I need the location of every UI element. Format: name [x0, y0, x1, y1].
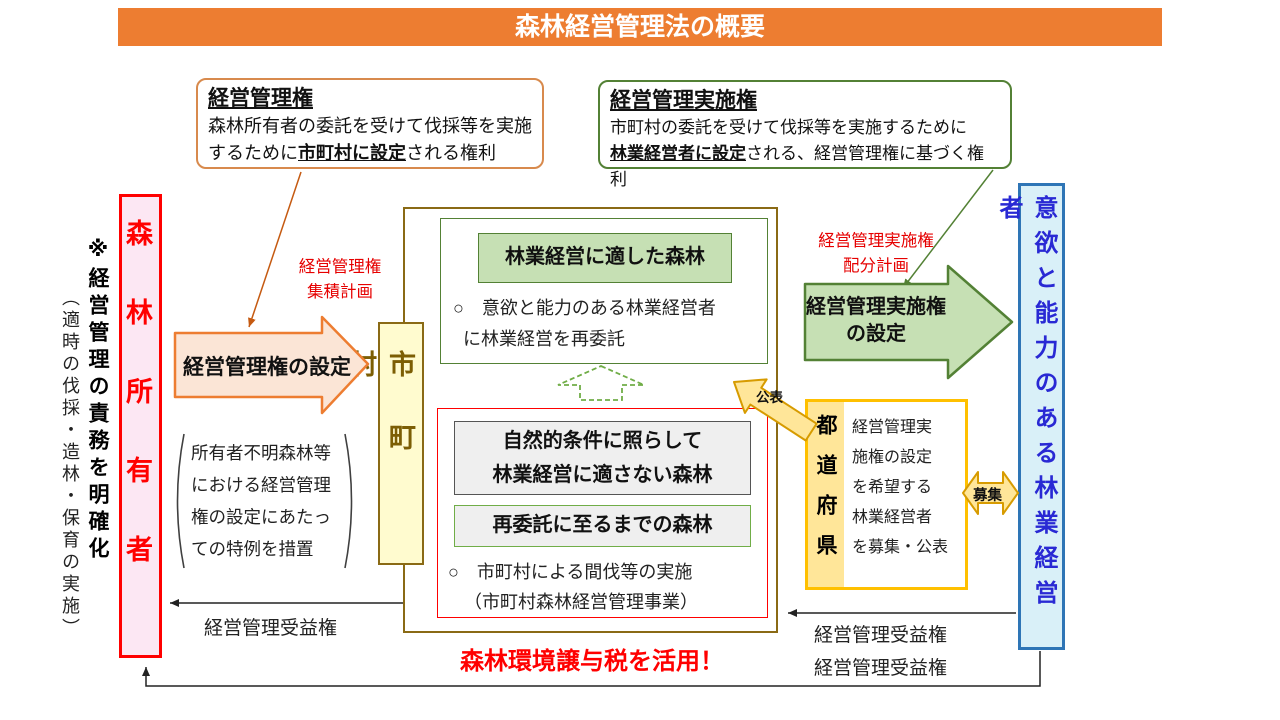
beneficiary-right-label-left: 経営管理受益権	[204, 618, 338, 639]
recruit-arrow-label: 募集	[973, 488, 1002, 504]
forest-owner-label: 森林所有者	[122, 219, 152, 614]
unsuited-forest-bullets: ○ 市町村による間伐等の実施 （市町村森林経営管理事業）	[448, 557, 766, 617]
paren-right	[344, 433, 353, 569]
unknown-owner-note: 所有者不明森林等における経営管理権の設定にあたっての特例を措置	[191, 443, 331, 559]
management-right-body-emphasis: 市町村に設定	[298, 143, 406, 163]
management-right-title: 経営管理権	[208, 87, 313, 110]
page-title: 森林経営管理法の概要	[514, 13, 765, 41]
beneficiary-right-label-right: 経営管理受益権	[814, 625, 948, 646]
management-right-body-post: される権利	[406, 143, 496, 163]
forestry-operator-box: 意欲と能力のある林業経営者	[995, 183, 1065, 650]
unsuited-forest-bullet-line2: （市町村森林経営管理事業）	[464, 592, 698, 612]
municipality-label: 市町村	[346, 350, 415, 496]
implementation-right-body-pre: 市町村の委託を受けて伐採等を実施するために	[610, 118, 967, 137]
forest-owner-box: 森林所有者	[119, 194, 162, 658]
allocation-plan-line1: 経営管理実施権	[818, 232, 934, 250]
beneficiary-right-label-bottom: 経営管理受益権	[814, 658, 948, 679]
unsuited-forest-title-line1: 自然的条件に照らして	[502, 430, 703, 452]
implementation-right-body-emphasis: 林業経営者に設定	[610, 144, 746, 163]
paren-left	[176, 433, 185, 569]
duty-note-detail: （適時の伐採・造林・保育の実施）	[60, 288, 80, 640]
suited-forest-title: 林業経営に適した森林	[478, 233, 732, 283]
prefecture-box: 都道府県 経営管理実 施権の設定 を希望する 林業経営者 を募集・公表	[805, 399, 968, 590]
implementation-right-arrow-label-line1: 経営管理実施権	[806, 296, 946, 318]
allocation-plan-line2: 配分計画	[843, 257, 909, 275]
title-banner: 森林経営管理法の概要	[118, 8, 1162, 46]
implementation-right-arrow-label: 経営管理実施権 の設定	[806, 294, 946, 348]
unsuited-forest-title-line2: 林業経営に適さない森林	[492, 464, 713, 486]
implementation-right-title: 経営管理実施権	[610, 89, 757, 112]
implementation-right-definition-box: 経営管理実施権 市町村の委託を受けて伐採等を実施するために 林業経営者に設定され…	[598, 80, 1012, 189]
municipality-box: 市町村	[346, 322, 424, 565]
prefecture-body: 経営管理実 施権の設定 を希望する 林業経営者 を募集・公表	[852, 413, 948, 563]
accumulation-plan-label: 経営管理権 集積計画	[280, 255, 400, 305]
implementation-right-body: 市町村の委託を受けて伐採等を実施するために 林業経営者に設定される、経営管理権に…	[610, 115, 1000, 193]
accumulation-plan-line1: 経営管理権	[298, 258, 382, 276]
unsuited-forest-section: 自然的条件に照らして 林業経営に適さない森林 再委託に至るまでの森林 ○ 市町村…	[437, 408, 768, 618]
management-right-arrow-label: 経営管理権の設定	[183, 356, 351, 379]
duty-note: ※経営管理の責務を明確化	[86, 237, 109, 564]
suited-forest-bullets: ○ 意欲と能力のある林業経営者 に林業経営を再委託	[453, 293, 763, 355]
unsuited-forest-bullet-line1: ○ 市町村による間伐等の実施	[448, 562, 693, 582]
forest-environment-tax-note: 森林環境譲与税を活用！	[460, 648, 724, 675]
forestry-operator-label: 意欲と能力のある林業経営者	[995, 195, 1057, 615]
suited-forest-bullet-line1: ○ 意欲と能力のある林業経営者	[453, 298, 716, 318]
publish-arrow-label: 公表	[756, 390, 783, 405]
management-right-definition-box: 経営管理権 森林所有者の委託を受けて伐採等を実施するために市町村に設定される権利	[196, 78, 544, 169]
prefecture-body-line: を希望する	[852, 479, 933, 496]
suited-forest-bullet-line2: に林業経営を再委託	[463, 329, 625, 349]
suited-forest-section: 林業経営に適した森林 ○ 意欲と能力のある林業経営者 に林業経営を再委託	[440, 218, 768, 364]
implementation-right-body-post: される、経営管理権に基づく権利	[610, 144, 984, 189]
prefecture-body-line: を募集・公表	[852, 539, 949, 556]
prefecture-body-line: 施権の設定	[852, 449, 933, 466]
prefecture-body-line: 林業経営者	[852, 509, 933, 526]
accumulation-plan-line2: 集積計画	[307, 283, 373, 301]
allocation-plan-label: 経営管理実施権 配分計画	[792, 229, 960, 279]
pre-reentrust-forest-box: 再委託に至るまでの森林	[454, 505, 751, 547]
unsuited-forest-title-box: 自然的条件に照らして 林業経営に適さない森林	[454, 421, 751, 495]
prefecture-body-line: 経営管理実	[852, 419, 933, 436]
implementation-right-arrow-label-line2: の設定	[846, 323, 906, 345]
prefecture-label: 都道府県	[814, 414, 837, 574]
management-right-body-pre: 森林所有者の委託を受けて伐採等を実施するために	[208, 116, 532, 163]
management-right-body: 森林所有者の委託を受けて伐採等を実施するために市町村に設定される権利	[208, 113, 532, 167]
